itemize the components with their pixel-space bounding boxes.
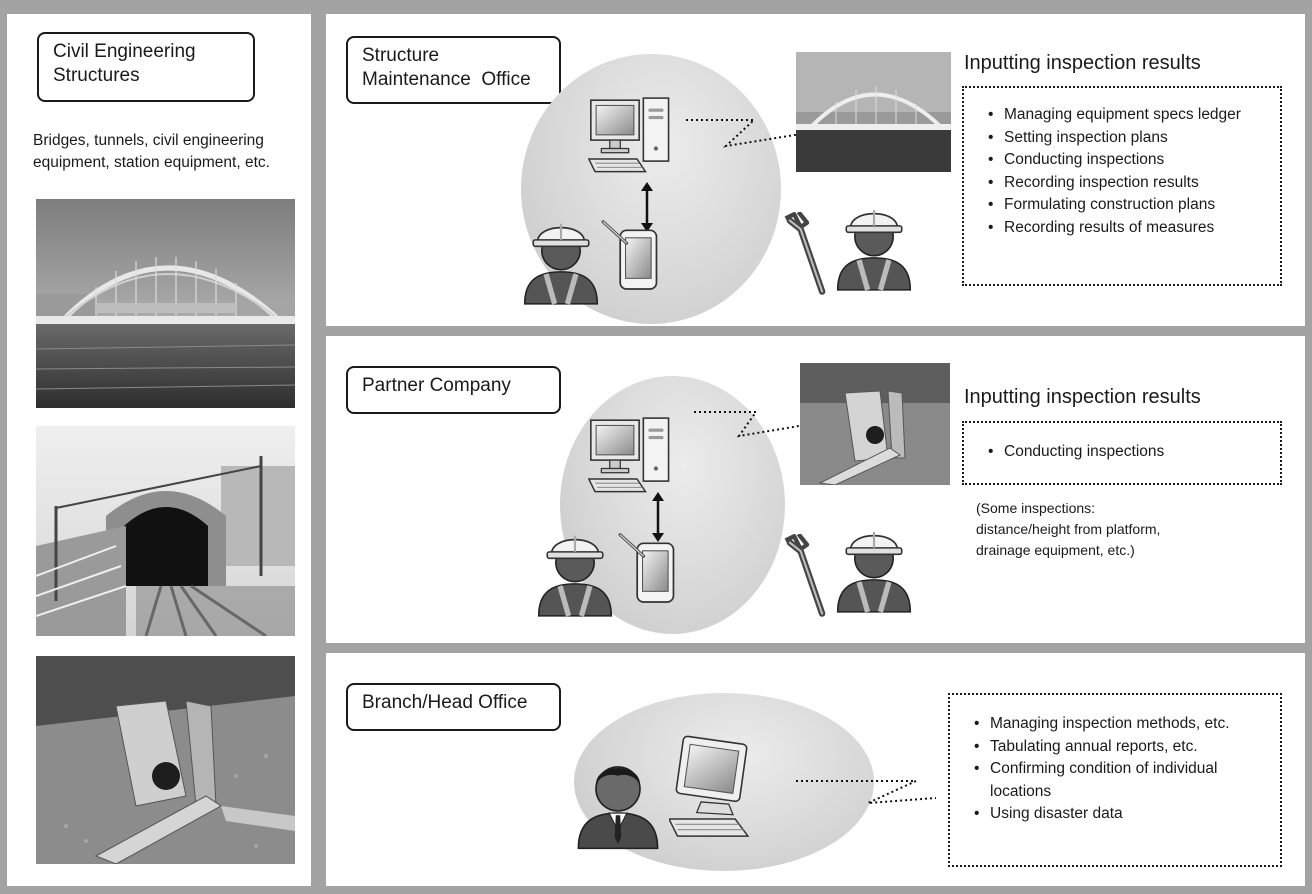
title-line-2: Structures	[53, 65, 140, 86]
dotted-connector	[686, 114, 806, 154]
tablet-icon	[601, 219, 665, 295]
task-item-continuation: locations	[990, 782, 1052, 800]
task-item: Recording results of measures	[988, 217, 1280, 240]
task-item: Managing inspection methods, etc.	[974, 713, 1280, 736]
structures-description: Bridges, tunnels, civil engineering equi…	[33, 130, 308, 174]
note-line: drainage equipment, etc.)	[976, 542, 1135, 558]
section-heading: Inputting inspection results	[964, 52, 1201, 74]
double-arrow-icon	[640, 182, 654, 232]
task-item: Tabulating annual reports, etc.	[974, 736, 1280, 759]
section-maintenance-office: Structure Maintenance Office Inputting i…	[326, 14, 1305, 326]
description-line-2: equipment, station equipment, etc.	[33, 154, 270, 171]
left-panel: Civil Engineering Structures Bridges, tu…	[7, 14, 311, 886]
title-line-1: Partner Company	[362, 375, 511, 396]
tablet-icon	[618, 532, 682, 608]
businessman-icon	[574, 751, 662, 851]
task-item: Setting inspection plans	[988, 127, 1280, 150]
partner-company-title: Partner Company	[346, 366, 561, 414]
note-line: (Some inspections:	[976, 500, 1096, 516]
wrench-icon	[778, 212, 834, 298]
task-item: Formulating construction plans	[988, 194, 1280, 217]
worker-icon	[831, 518, 917, 614]
task-list-box: Managing inspection methods, etc. Tabula…	[948, 693, 1282, 867]
double-arrow-icon	[651, 492, 665, 542]
worker-icon	[831, 196, 917, 292]
inspection-note: (Some inspections: distance/height from …	[976, 498, 1160, 561]
task-item: Recording inspection results	[988, 172, 1280, 195]
wrench-icon	[778, 534, 834, 620]
task-item: Conducting inspections	[988, 441, 1280, 464]
computer-icon	[588, 96, 684, 180]
note-line: distance/height from platform,	[976, 521, 1161, 537]
title-line-1: Structure	[362, 45, 440, 66]
civil-structures-title: Civil Engineering Structures	[37, 32, 255, 102]
bridge-photo	[36, 199, 295, 408]
drainage-photo-small	[800, 363, 950, 485]
worker-icon	[518, 210, 604, 306]
drainage-photo	[36, 656, 295, 864]
title-line-1: Civil Engineering	[53, 41, 196, 62]
description-line-1: Bridges, tunnels, civil engineering	[33, 132, 264, 149]
section-partner-company: Partner Company Inputting inspection res…	[326, 336, 1305, 643]
computer-icon	[588, 416, 684, 500]
task-item: Confirming condition of individual	[974, 758, 1280, 781]
section-heading: Inputting inspection results	[964, 386, 1201, 408]
task-list-box: Conducting inspections	[962, 421, 1282, 485]
maintenance-office-title: Structure Maintenance Office	[346, 36, 561, 104]
task-list-box: Managing equipment specs ledger Setting …	[962, 86, 1282, 286]
title-line-1: Branch/Head Office	[362, 692, 528, 713]
computer-icon	[669, 735, 765, 839]
dotted-connector	[796, 773, 941, 813]
task-item: Managing equipment specs ledger	[988, 104, 1280, 127]
task-item: Conducting inspections	[988, 149, 1280, 172]
task-item: Using disaster data	[974, 803, 1280, 826]
section-head-office: Branch/Head Office Managing inspection m…	[326, 653, 1305, 886]
tunnel-photo	[36, 426, 295, 636]
title-line-2: Maintenance Office	[362, 69, 531, 90]
head-office-title: Branch/Head Office	[346, 683, 561, 731]
worker-icon	[532, 522, 618, 618]
bridge-photo-small	[796, 52, 951, 172]
dotted-connector	[694, 406, 804, 456]
